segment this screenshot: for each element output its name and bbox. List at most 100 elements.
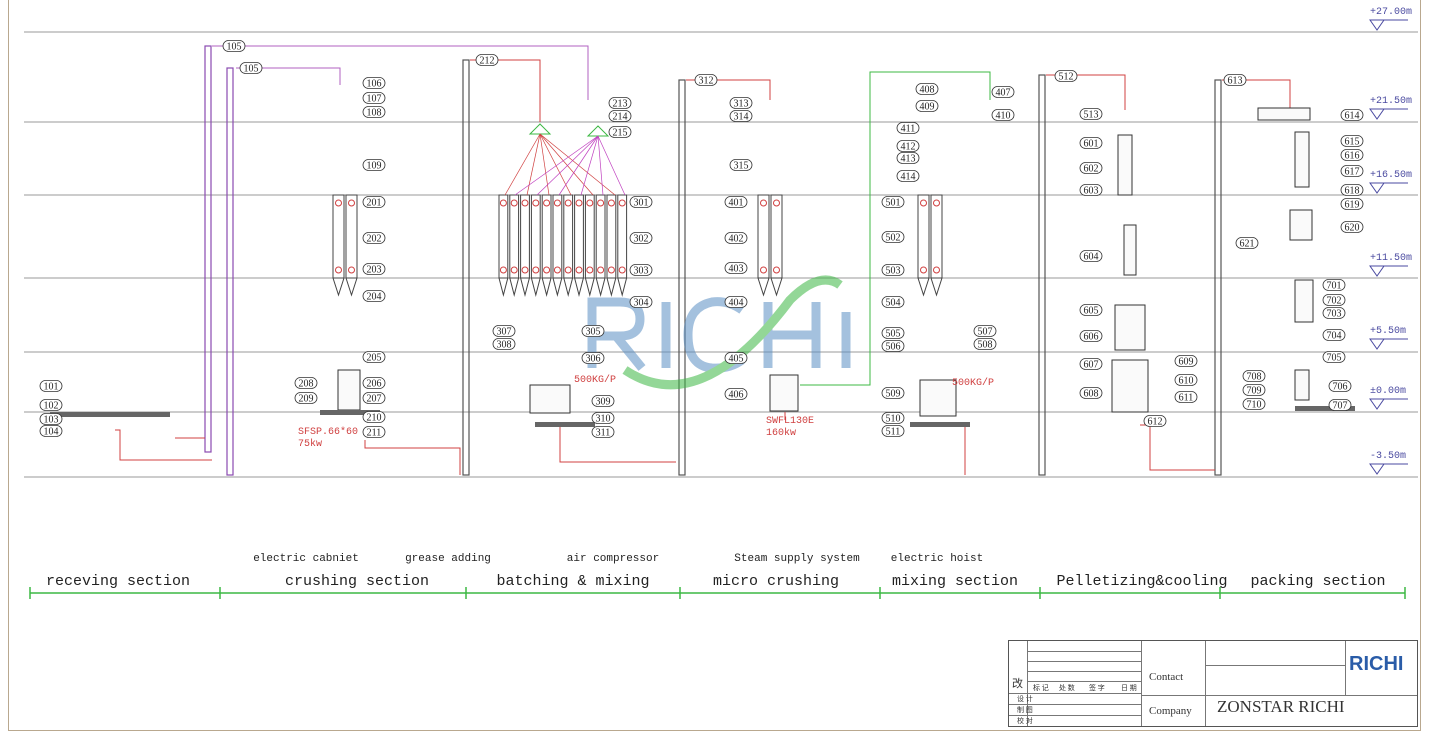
callout-number: 618 [1345, 186, 1360, 197]
crusher-model: SFSP.66*60 [298, 427, 359, 438]
level-sensor-icon [597, 199, 605, 207]
callout-bubble [608, 97, 632, 109]
callout-bubble [39, 413, 63, 425]
row-label: 校 对 [1017, 717, 1033, 725]
title-block: 改 标 记 处 数 签 字 日 期 设 计 制 图 校 对 Contact Co… [1008, 640, 1418, 727]
callout-bubble [1340, 221, 1364, 233]
material-pipe [236, 67, 341, 85]
batching-bin-hopper [552, 277, 563, 297]
header-col: 签 字 [1089, 684, 1105, 692]
batch-capacity-2: 500KG/P [952, 378, 995, 389]
callout-bubble [362, 426, 386, 438]
level-sensor-icon [532, 266, 540, 274]
level-sensor-icon [920, 266, 927, 274]
batching-bin-hopper [520, 277, 530, 297]
callout-number: 205 [367, 353, 382, 364]
elevation-label: +11.50m [1370, 253, 1413, 264]
screw-conveyor [910, 422, 970, 427]
callout-bubble [915, 100, 939, 112]
distribution-pipe [558, 135, 599, 196]
batch-capacity-1: 500KG/P [574, 375, 617, 386]
callout-number: 412 [901, 142, 916, 153]
callout-bubble [222, 40, 246, 52]
callout-bubble [1328, 380, 1352, 392]
batching-bin [530, 194, 541, 279]
callout-number: 702 [1327, 296, 1342, 307]
material-pipe [115, 429, 212, 461]
level-sensor-icon [564, 199, 572, 207]
callout-bubble [1143, 415, 1167, 427]
micro-bin [770, 194, 783, 279]
level-sensor-icon [564, 266, 572, 274]
callout-bubble [991, 86, 1015, 98]
callout-number: 401 [729, 198, 744, 209]
callout-bubble [362, 106, 386, 118]
batching-bin-hopper [617, 277, 628, 297]
distribution-pipe [526, 133, 541, 196]
crushing-bin [332, 194, 345, 279]
callout-number: 304 [634, 298, 649, 309]
distribution-pipe [539, 133, 616, 196]
callout-number: 603 [1084, 186, 1099, 197]
callout-bubble [881, 412, 905, 424]
distribution-pipe [536, 135, 599, 196]
callout-bubble [591, 412, 615, 424]
mixer [919, 379, 957, 417]
level-sensor-icon [335, 266, 342, 274]
batching-bin [552, 194, 563, 279]
level-sensor-icon [760, 199, 767, 207]
callout-bubble [239, 62, 263, 74]
level-sensor-icon [773, 266, 780, 274]
batching-bin [509, 194, 520, 279]
callout-number: 101 [44, 382, 59, 393]
callout-bubble [591, 395, 615, 407]
material-pipe [470, 59, 541, 122]
callout-bubble [608, 126, 632, 138]
callout-number: 707 [1333, 401, 1348, 412]
mixing-bin-hopper [930, 277, 943, 297]
screw-conveyor [110, 412, 170, 417]
level-sensor-icon [521, 266, 529, 274]
level-sensor-icon [499, 266, 507, 274]
callout-number: 501 [886, 198, 901, 209]
callout-bubble [1079, 387, 1103, 399]
pellet-mill [1114, 304, 1146, 351]
callout-bubble [362, 392, 386, 404]
sifter [1257, 107, 1311, 121]
callout-number: 614 [1345, 111, 1360, 122]
callout-bubble [581, 352, 605, 364]
material-pipe [930, 424, 966, 475]
callout-number: 214 [613, 112, 628, 123]
callout-bubble [1322, 294, 1346, 306]
watermark-stroke [763, 302, 821, 368]
batching-bin [563, 194, 574, 279]
callout-bubble [1328, 399, 1352, 411]
elevation-label: +27.00m [1370, 7, 1413, 18]
pulverizer [769, 374, 799, 412]
callout-number: 204 [367, 292, 382, 303]
batching-bin [520, 194, 530, 279]
callout-number: 509 [886, 389, 901, 400]
callout-number: 413 [901, 154, 916, 165]
callout-bubble [362, 411, 386, 423]
pulverizer-power: 160kw [766, 428, 797, 439]
callout-bubble [1322, 307, 1346, 319]
batching-bin [584, 194, 595, 279]
crushing-bin-hopper [345, 277, 358, 297]
level-sensor-icon [607, 266, 615, 274]
batching-bin [574, 194, 584, 279]
callout-number: 213 [613, 99, 628, 110]
callout-bubble [724, 232, 748, 244]
callout-bubble [362, 92, 386, 104]
callout-bubble [1174, 391, 1198, 403]
callout-number: 102 [44, 401, 59, 412]
callout-number: 609 [1179, 357, 1194, 368]
callout-number: 607 [1084, 360, 1099, 371]
callout-bubble [896, 140, 920, 152]
batching-bin-hopper [530, 277, 541, 297]
callout-number: 602 [1084, 164, 1099, 175]
callout-bubble [39, 380, 63, 392]
callout-number: 404 [729, 298, 744, 309]
callout-bubble [608, 110, 632, 122]
callout-bubble [896, 170, 920, 182]
